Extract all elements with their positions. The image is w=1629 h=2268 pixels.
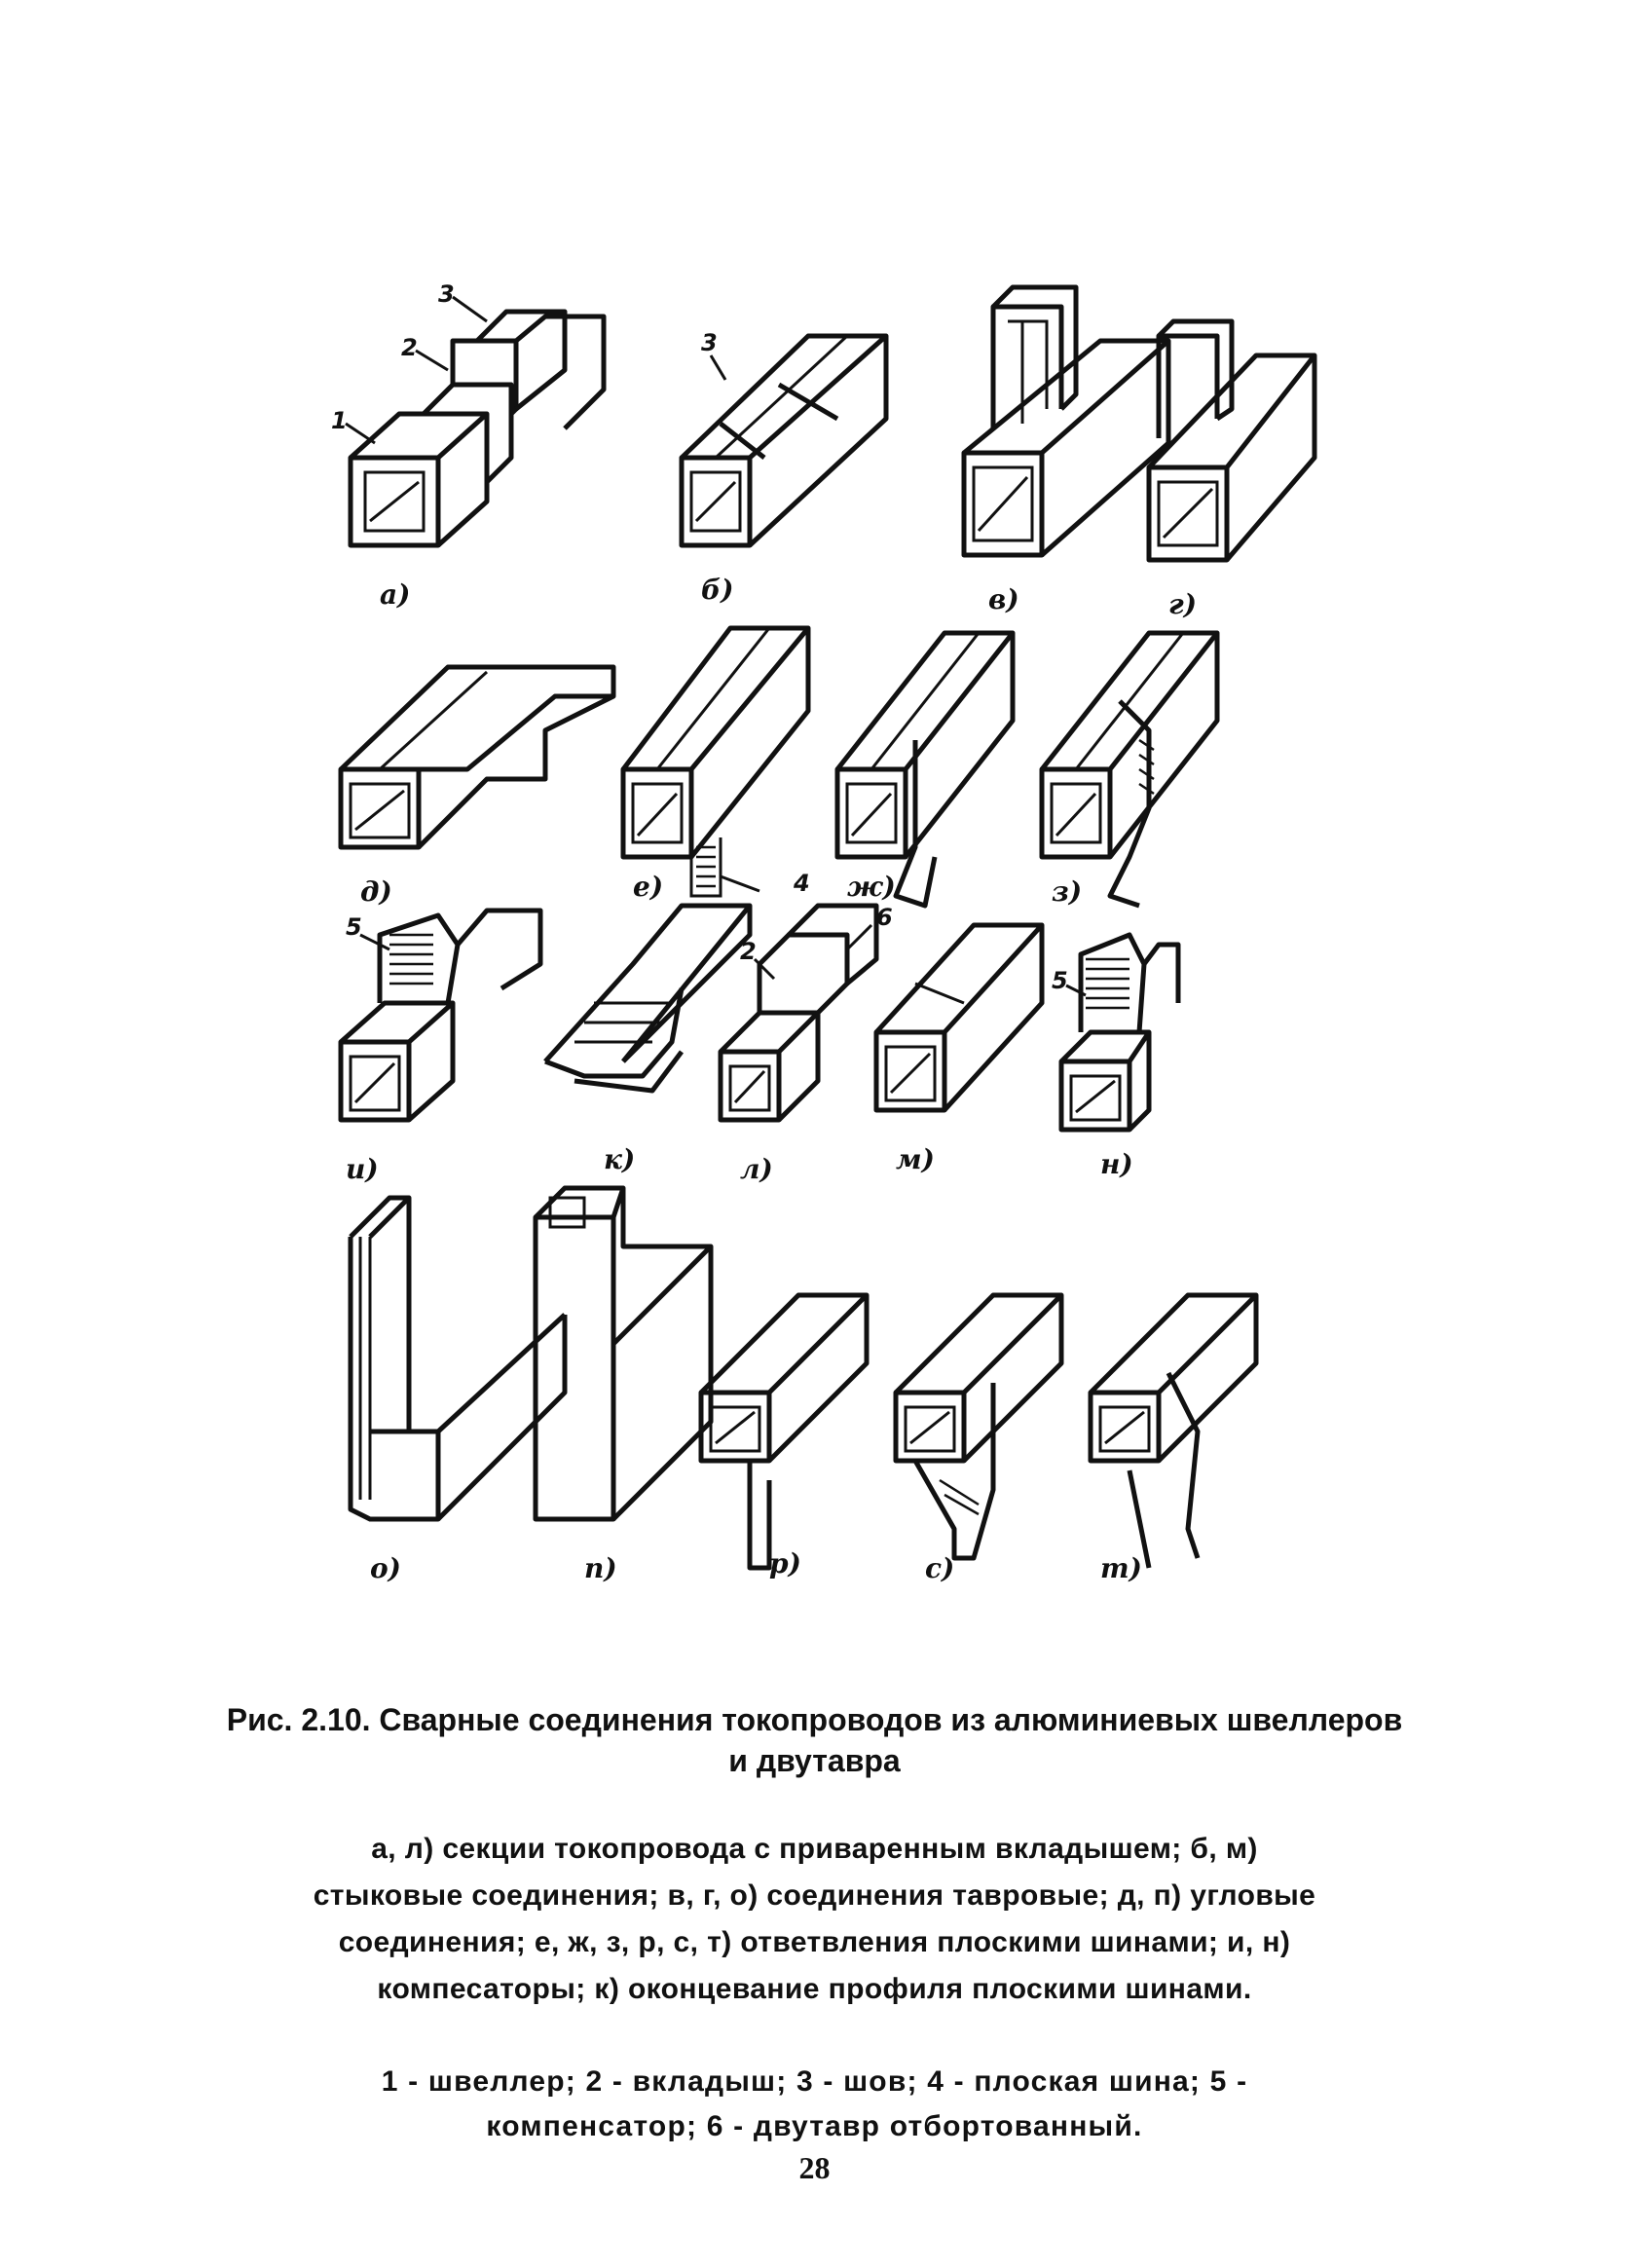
callout-3-b: 3 [701, 329, 718, 356]
panel-b-drawing [679, 333, 889, 548]
panel-label-b: б) [701, 574, 733, 606]
panel-label-e: е) [633, 871, 663, 903]
panel-zh-drawing [834, 630, 1016, 909]
description-line: а, л) секции токопровода с приваренным в… [371, 1833, 1258, 1865]
panel-label-a: а) [380, 578, 410, 611]
page-number: 28 [798, 2150, 831, 2185]
description-line: соединения; е, ж, з, р, с, т) ответвлени… [338, 1926, 1291, 1958]
figure-legend: 1 - швеллер; 2 - вкладыш; 3 - шов; 4 - п… [195, 2060, 1434, 2149]
panel-label-zh: ж) [847, 871, 896, 903]
panel-t-drawing [1088, 1292, 1259, 1569]
callout-2-a: 2 [401, 334, 418, 361]
figure-description: а, л) секции токопровода с приваренным в… [204, 1826, 1425, 2013]
figure-caption: Рис. 2.10. Сварные соединения токопровод… [136, 1699, 1493, 1781]
panel-n-drawing [1058, 932, 1181, 1133]
callout-4-e: 4 [793, 870, 810, 897]
panel-z-drawing [1039, 630, 1220, 909]
panel-e-drawing [620, 625, 811, 898]
callout-5-i: 5 [346, 913, 362, 941]
panel-label-g: г) [1168, 588, 1197, 620]
figure-2-10: а) б) в) г) д) е) ж) з) и) к) л) м) н) о… [292, 263, 1324, 1626]
callout-2-l: 2 [740, 938, 757, 965]
panel-label-v: в) [988, 583, 1019, 615]
callout-6-l: 6 [876, 904, 893, 931]
panel-label-p: п) [584, 1552, 617, 1584]
panel-k-drawing [543, 903, 753, 1094]
panel-label-n: н) [1100, 1148, 1133, 1180]
panel-label-r: р) [769, 1547, 801, 1580]
panel-label-z: з) [1052, 875, 1082, 908]
figure-drawing: а) б) в) г) д) е) ж) з) и) к) л) м) н) о… [331, 280, 1317, 1584]
panel-l-drawing [718, 903, 879, 1123]
panel-label-l: л) [740, 1153, 773, 1185]
panel-r-drawing [698, 1292, 870, 1571]
caption-line-2: и двутавра [728, 1743, 901, 1778]
panel-p-drawing [533, 1185, 714, 1522]
caption-line-1: Рис. 2.10. Сварные соединения токопровод… [226, 1702, 1403, 1737]
panel-label-t: т) [1100, 1552, 1142, 1584]
panel-label-o: о) [370, 1552, 401, 1584]
panel-label-i: и) [346, 1153, 379, 1185]
panel-i-drawing [338, 908, 543, 1123]
legend-line: 1 - швеллер; 2 - вкладыш; 3 - шов; 4 - п… [381, 2065, 1248, 2098]
description-line: стыковые соединения; в, г, о) соединения… [313, 1879, 1316, 1912]
callout-1-a: 1 [331, 407, 348, 434]
panel-a-drawing [348, 309, 607, 548]
callout-3-a: 3 [438, 280, 455, 308]
panel-s-drawing [893, 1292, 1064, 1561]
panel-g-drawing [1146, 318, 1317, 563]
description-line: компесаторы; к) оконцевание профиля плос… [377, 1973, 1252, 2005]
legend-line: компенсатор; 6 - двутавр отбортованный. [486, 2110, 1143, 2142]
panel-d-drawing [338, 664, 616, 850]
panel-label-k: к) [604, 1143, 635, 1175]
panel-o-drawing [348, 1195, 568, 1522]
panel-m-drawing [873, 922, 1045, 1113]
callout-5-n: 5 [1052, 967, 1068, 994]
panel-label-m: м) [896, 1143, 935, 1175]
panel-label-s: с) [925, 1552, 954, 1584]
panel-label-d: д) [360, 875, 392, 908]
panel-v-drawing [961, 284, 1171, 558]
